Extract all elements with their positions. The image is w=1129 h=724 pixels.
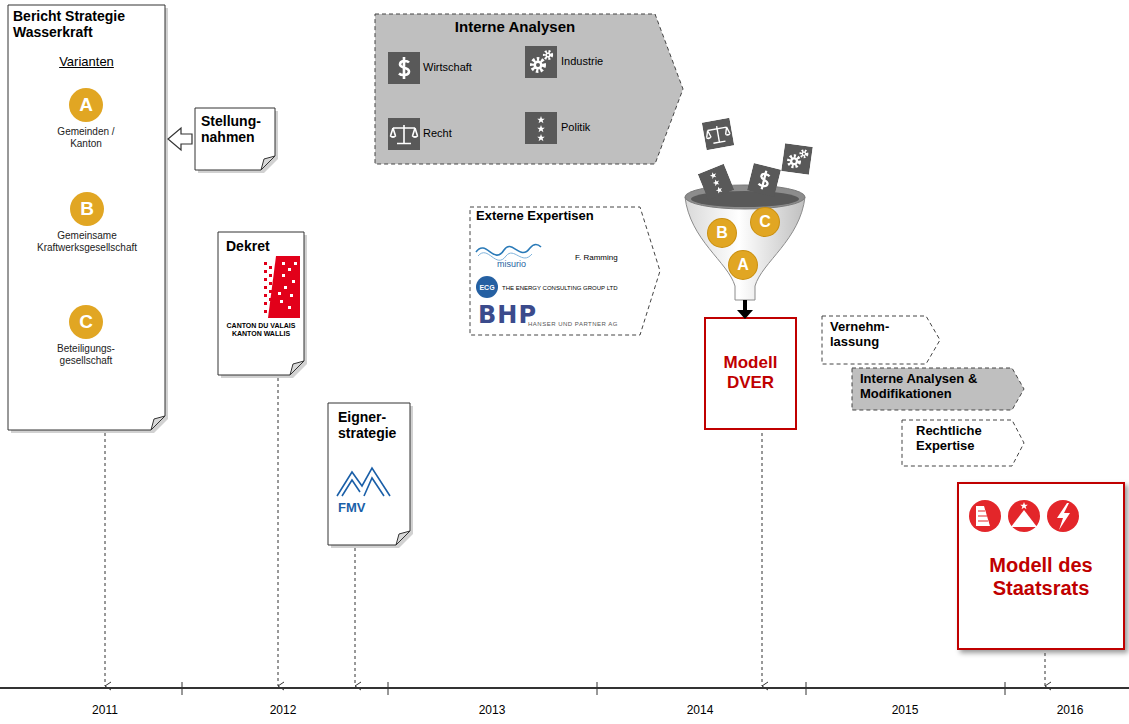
timeline: [0, 682, 1129, 695]
step-band: Rechtliche Expertise: [902, 420, 1024, 466]
hollow-arrow: [168, 128, 192, 150]
node-text: ECG: [476, 283, 498, 292]
node-title: Modell DVER: [706, 353, 795, 392]
node-text: CANTON DU VALAIS KANTON WALLIS: [220, 322, 302, 338]
node-text: FMV: [338, 501, 398, 516]
year-label: 2016: [1040, 704, 1100, 718]
node-title: A: [69, 88, 103, 122]
node-text: THE ENERGY CONSULTING GROUP LTD: [502, 285, 652, 292]
node-title: B: [70, 192, 104, 226]
report-document: Bericht Strategie WasserkraftVariantenAG…: [8, 5, 165, 430]
node-title: Interne Analysen: [375, 18, 655, 35]
funnel-circle: A: [729, 251, 757, 279]
node-title: Bericht Strategie Wasserkraft: [13, 8, 161, 40]
node-title: B: [708, 219, 736, 247]
year-label: 2011: [75, 704, 135, 718]
expert-logos: [476, 245, 541, 299]
node-text: misurio: [497, 259, 557, 269]
year-label: 2013: [462, 704, 522, 718]
model-box: Modell DVER: [704, 317, 797, 430]
node-title: Dekret: [226, 238, 296, 254]
step-band: Vernehm- lassung: [822, 316, 940, 364]
node-title: A: [729, 251, 757, 279]
node-text: F. Ramming: [575, 253, 645, 262]
timeline-pointer: [105, 378, 1045, 686]
step-band: Interne Analysen & Modifikationen: [852, 368, 1024, 410]
node-text: Varianten: [8, 55, 165, 70]
node-title: Eigner- strategie: [338, 409, 406, 441]
node-text: Industrie: [561, 55, 651, 68]
funnel-circle: B: [708, 219, 736, 247]
interne-analysen-icons: [388, 46, 557, 150]
node-text: Wirtschaft: [423, 61, 513, 74]
valais-logo: [264, 256, 300, 318]
funnel-circle: C: [751, 208, 779, 236]
node-title: C: [751, 208, 779, 236]
statement-document: Stellung- nahmen: [195, 108, 275, 170]
year-label: 2012: [253, 704, 313, 718]
expertise-band: Externe Expertisen misurio F. RammingECG TH…: [470, 207, 660, 335]
staatsrat-icons: [969, 500, 1079, 532]
node-title: C: [69, 305, 103, 339]
node-text: HANSER UND PARTNER AG: [528, 321, 638, 328]
node-title: Interne Analysen & Modifikationen: [860, 372, 1010, 402]
node-text: Gemeinden / Kanton: [51, 126, 121, 149]
node-text: Politik: [561, 121, 651, 134]
node-text: Beteiligungs- gesellschaft: [46, 343, 126, 366]
fmv-logo: [337, 468, 390, 496]
variant-circle: B Gemeinsame Kraftwerksgesellschaft: [12, 192, 162, 262]
node-text: Gemeinsame Kraftwerksgesellschaft: [12, 230, 162, 253]
node-title: Rechtliche Expertise: [916, 424, 1010, 454]
funnel-illustration: [685, 118, 813, 319]
variant-circle: C Beteiligungs- gesellschaft: [36, 305, 136, 375]
node-title: Modell des Staatsrats: [959, 554, 1123, 600]
node-text: Recht: [423, 127, 513, 140]
node-title: Vernehm- lassung: [830, 320, 922, 350]
year-label: 2015: [875, 704, 935, 718]
node-title: Stellung- nahmen: [201, 113, 271, 145]
year-label: 2014: [670, 704, 730, 718]
variant-circle: A Gemeinden / Kanton: [36, 88, 136, 158]
node-title: Externe Expertisen: [476, 209, 636, 224]
